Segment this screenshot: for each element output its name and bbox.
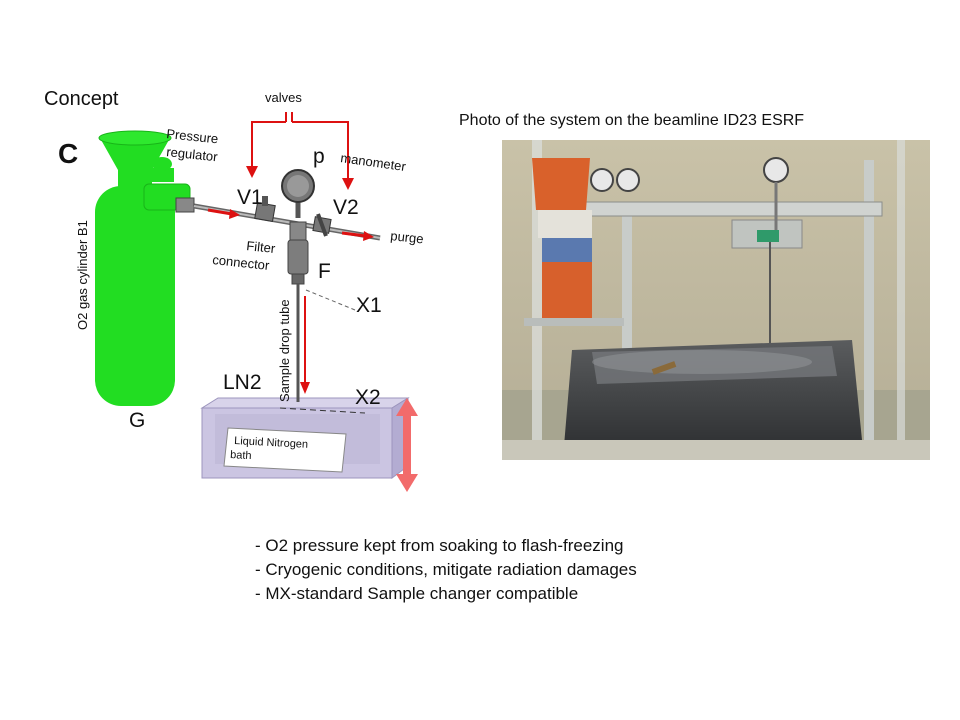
label-pressure-regulator-2: regulator — [166, 144, 219, 164]
label-pressure-regulator-1: Pressure — [166, 126, 219, 146]
filter-connector — [288, 240, 308, 274]
label-cylinder: O2 gas cylinder B1 — [75, 220, 90, 330]
bullet-item: - Cryogenic conditions, mitigate radiati… — [255, 558, 637, 582]
label-bath-2: bath — [230, 449, 252, 462]
label-filter-1: Filter — [246, 238, 277, 256]
label-v2: V2 — [333, 196, 359, 219]
label-f: F — [318, 260, 331, 283]
label-purge: purge — [390, 228, 425, 246]
beamline-photo — [502, 140, 930, 460]
label-x1: X1 — [356, 294, 382, 317]
label-g: G — [129, 409, 145, 432]
label-valves: valves — [265, 90, 302, 105]
label-p: p — [313, 145, 325, 168]
label-ln2: LN2 — [223, 371, 262, 394]
bullet-list: - O2 pressure kept from soaking to flash… — [255, 534, 637, 606]
label-manometer: manometer — [340, 150, 408, 174]
bullet-item: - MX-standard Sample changer compatible — [255, 582, 637, 606]
label-x2: X2 — [355, 386, 381, 409]
label-filter-2: connector — [212, 252, 271, 273]
label-v1: V1 — [237, 186, 263, 209]
o2-gas-cylinder — [95, 131, 190, 406]
bullet-item: - O2 pressure kept from soaking to flash… — [255, 534, 637, 558]
label-sample-drop-tube: Sample drop tube — [277, 299, 292, 402]
